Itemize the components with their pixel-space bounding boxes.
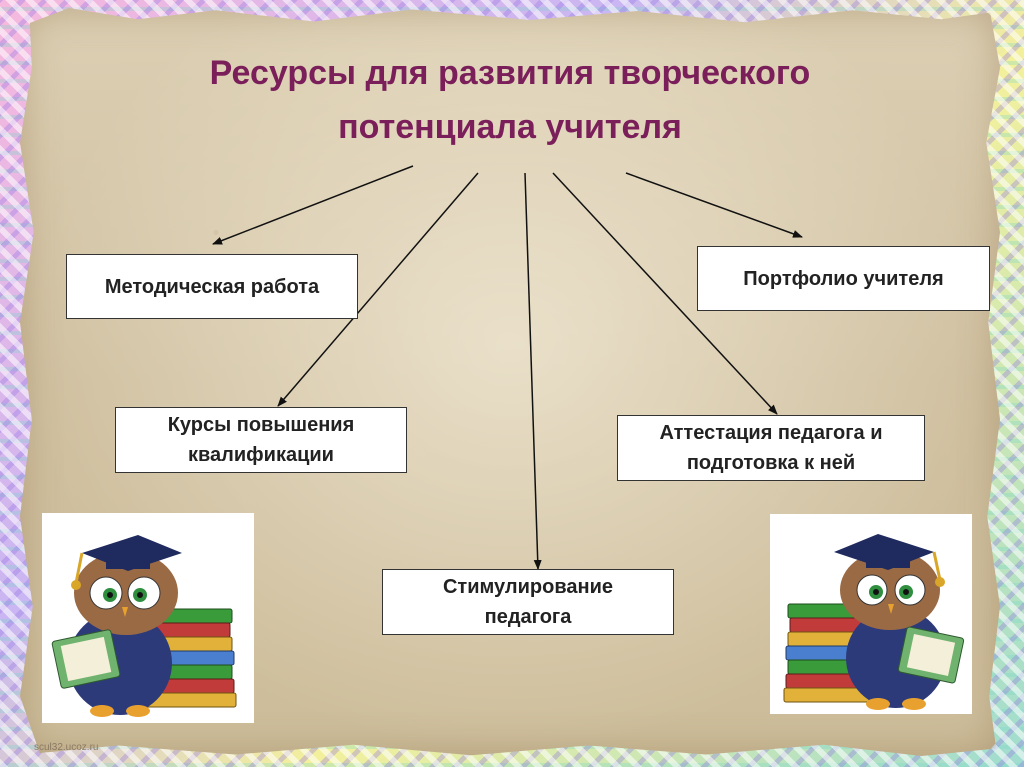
node-stimulation: Стимулирование педагога bbox=[382, 569, 674, 635]
owl-with-books-icon-right bbox=[770, 514, 972, 714]
node-stimulation-line-2: педагога bbox=[484, 606, 572, 628]
node-attestation: Аттестация педагога и подготовка к ней bbox=[617, 415, 925, 481]
node-portfolio-line-1: Портфолио учителя bbox=[743, 267, 944, 290]
node-portfolio: Портфолио учителя bbox=[697, 246, 990, 311]
arrow-to-methodical bbox=[212, 165, 414, 245]
arrow-to-attestation bbox=[552, 172, 778, 415]
node-stimulation-line-1: Стимулирование bbox=[442, 576, 613, 598]
node-methodical-line-1: Методическая работа bbox=[104, 275, 320, 298]
arrow-to-courses bbox=[277, 172, 479, 407]
node-attestation-line-1: Аттестация педагога и bbox=[659, 422, 883, 444]
diagram-title: Ресурсы для развития творческого потенци… bbox=[120, 46, 900, 154]
node-courses-line-1: Курсы повышения bbox=[167, 414, 355, 436]
node-courses-line-2: квалификации bbox=[188, 444, 334, 466]
watermark: scul32.ucoz.ru bbox=[34, 742, 99, 753]
arrow-to-stimulation bbox=[524, 172, 542, 570]
node-courses: Курсы повышения квалификации bbox=[115, 407, 407, 473]
node-attestation-line-2: подготовка к ней bbox=[686, 452, 856, 474]
owl-with-books-icon-left bbox=[42, 513, 254, 723]
node-methodical: Методическая работа bbox=[66, 254, 358, 319]
title-line-1: Ресурсы для развития творческого bbox=[209, 54, 811, 92]
title-line-2: потенциала учителя bbox=[338, 108, 682, 146]
arrow-to-portfolio bbox=[625, 172, 803, 238]
